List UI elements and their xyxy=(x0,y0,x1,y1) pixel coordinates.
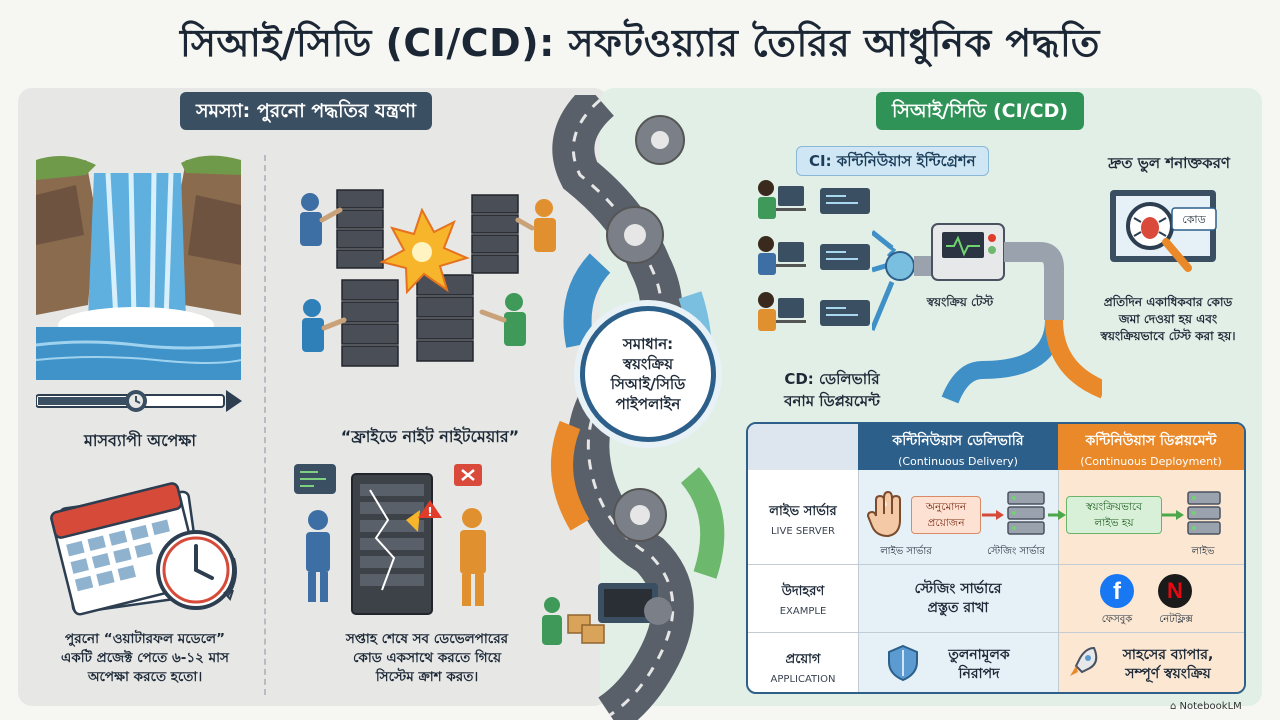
rocket-icon xyxy=(1070,646,1098,676)
friday-caption: সপ্তাহ শেষে সব ডেভেলপারের কোড একসাথে করত… xyxy=(345,631,509,685)
netflix-icon: N xyxy=(1158,574,1192,608)
svg-text:!: ! xyxy=(427,505,432,519)
bug-detection-icon: কোড xyxy=(1110,190,1217,272)
column-continuous-deployment: কন্টিনিউয়াস ডিপ্লয়মেন্ট (Continuous De… xyxy=(1058,424,1244,470)
netflix-label: নেটফ্লিক্স xyxy=(1159,614,1193,625)
live-server-icon xyxy=(1187,491,1221,535)
hand-stop-icon xyxy=(866,490,901,538)
auto-live-box: স্বয়ংক্রিয়ভাবে লাইভ হয় xyxy=(1066,496,1162,534)
calendar-clock-icon xyxy=(50,482,237,616)
integration-pipe xyxy=(872,223,1102,404)
notebooklm-watermark: ⌂ NotebookLM xyxy=(1170,701,1242,712)
column-continuous-delivery: কন্টিনিউয়াস ডেলিভারি (Continuous Delive… xyxy=(858,424,1058,470)
ci-label: CI: কন্টিনিউয়াস ইন্টিগ্রেশন xyxy=(796,146,989,176)
shield-icon xyxy=(888,644,918,682)
problem-divider xyxy=(264,155,266,695)
delivery-live-right: স্টেজিং সার্ভার xyxy=(987,546,1045,557)
row-application: প্রয়োগ APPLICATION xyxy=(770,652,836,685)
arrow-right-icon xyxy=(1048,510,1066,520)
problem-header: সমস্যা: পুরনো পদ্ধতির যন্ত্রণা xyxy=(180,92,433,130)
approval-required-box: অনুমোদন প্রয়োজন xyxy=(911,496,981,534)
application-deployment: সাহসের ব্যাপার, সম্পূর্ণ স্বয়ংক্রিয় xyxy=(1122,647,1214,682)
fast-bug-caption: প্রতিদিন একাধিকবার কোড জমা দেওয়া হয় এব… xyxy=(1100,295,1236,343)
developers-illustration xyxy=(758,180,870,331)
example-delivery: স্টেজিং সার্ভারে প্রস্তুত রাখা xyxy=(914,581,1002,616)
merge-conflict-illustration xyxy=(300,189,556,367)
system-crash-illustration: ! xyxy=(294,464,486,615)
cicd-header: সিআই/সিডি (CI/CD) xyxy=(876,92,1085,130)
deployment-live-right: লাইভ xyxy=(1191,546,1215,557)
waterfall-label: মাসব্যাপী অপেক্ষা xyxy=(83,431,197,450)
cd-comparison-table: কন্টিনিউয়াস ডেলিভারি (Continuous Delive… xyxy=(746,422,1246,694)
row-example: উদাহরণ EXAMPLE xyxy=(779,584,827,617)
waterfall-illustration xyxy=(36,155,241,380)
auto-test-label: স্বয়ংক্রিয় টেস্ট xyxy=(926,295,994,309)
application-delivery: তুলনামূলক নিরাপদ xyxy=(948,647,1010,682)
friday-nightmare-title: “ফ্রাইডে নাইট নাইটমেয়ার” xyxy=(340,427,520,446)
bug-code-label: কোড xyxy=(1182,213,1206,226)
delivery-live-left: লাইভ সার্ভার xyxy=(880,546,932,557)
arrow-right-icon xyxy=(982,510,1004,520)
facebook-icon: f xyxy=(1100,574,1134,608)
fast-bug-title: দ্রুত ভুল শনাক্তকরণ xyxy=(1108,154,1230,172)
notebooklm-logo-icon: ⌂ xyxy=(1170,701,1180,712)
solution-circle: সমাধান: স্বয়ংক্রিয় সিআই/সিডি পাইপলাইন xyxy=(580,306,716,442)
cd-label: CD: ডেলিভারি বনাম ডিপ্লয়মেন্ট xyxy=(784,370,880,410)
timeline-bar xyxy=(36,390,242,412)
waterfall-caption: পুরনো “ওয়াটারফল মডেলে” একটি প্রজেক্ট পে… xyxy=(61,631,229,685)
facebook-label: ফেসবুক xyxy=(1101,614,1133,625)
row-live-server: লাইভ সার্ভার LIVE SERVER xyxy=(769,504,837,537)
staging-server-icon xyxy=(1007,491,1045,535)
page-title: সিআই/সিডি (CI/CD): সফটওয়্যার তৈরির আধুন… xyxy=(180,21,1100,65)
arrow-right-icon xyxy=(1162,510,1184,520)
